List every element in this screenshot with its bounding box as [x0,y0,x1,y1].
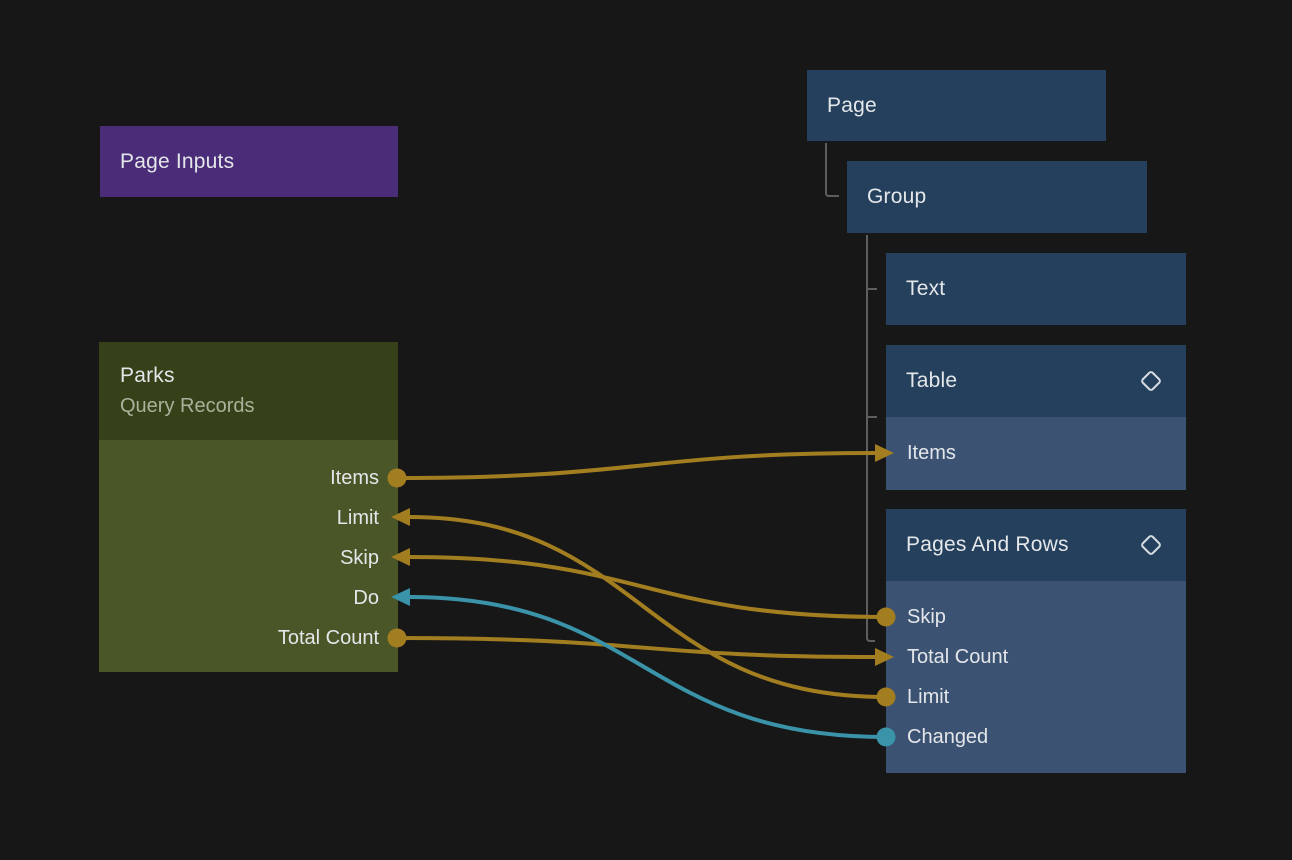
port-do[interactable]: Do [353,587,379,609]
port-limit[interactable]: Limit [336,507,379,529]
parks-title: Parks [120,364,175,387]
port-skip[interactable]: Skip [907,606,946,628]
node-group[interactable]: Group [847,161,1147,233]
port-total-count[interactable]: Total Count [907,646,1009,668]
tree-connector-page-group [825,143,839,197]
port-items[interactable]: Items [330,467,379,489]
port-limit[interactable]: Limit [907,686,950,708]
node-text[interactable]: Text [886,253,1186,325]
node-title: Text [906,277,946,300]
table-port-list: Items [886,417,1186,490]
port-items[interactable]: Items [907,442,956,464]
node-title: Page [827,93,877,117]
pages-and-rows-title: Pages And Rows [906,533,1069,556]
table-header: Table [886,345,1186,417]
diamond-icon [1138,532,1164,558]
node-parks-query[interactable]: Parks Query Records Items Limit Skip Do … [99,342,398,672]
port-skip[interactable]: Skip [340,547,379,569]
parks-port-list: Items Limit Skip Do Total Count [99,440,398,672]
parks-header: Parks Query Records [99,342,398,440]
table-title: Table [906,369,958,392]
connection-parks-items-to-table-items[interactable] [395,451,878,480]
connection-pages-skip-to-parks-skip[interactable] [407,555,888,619]
pages-and-rows-header: Pages And Rows [886,509,1186,581]
connection-pages-limit-to-parks-limit[interactable] [407,515,888,699]
port-total-count[interactable]: Total Count [277,627,379,649]
connection-pages-changed-to-parks-do[interactable] [407,595,888,739]
connection-parks-totalcount-to-pages-totalcount[interactable] [395,636,878,659]
node-page-inputs[interactable]: Page Inputs [100,126,398,197]
node-pages-and-rows[interactable]: Pages And Rows Skip Total Count Limit Ch… [886,509,1186,773]
port-changed[interactable]: Changed [907,726,989,748]
node-table[interactable]: Table Items [886,345,1186,490]
node-title: Page Inputs [120,149,235,173]
node-title: Group [867,185,927,208]
node-page[interactable]: Page [807,70,1106,141]
tree-connector-group-children [866,235,875,642]
diamond-icon [1138,368,1164,394]
pages-and-rows-port-list: Skip Total Count Limit Changed [886,581,1186,773]
parks-subtitle: Query Records [120,395,255,417]
